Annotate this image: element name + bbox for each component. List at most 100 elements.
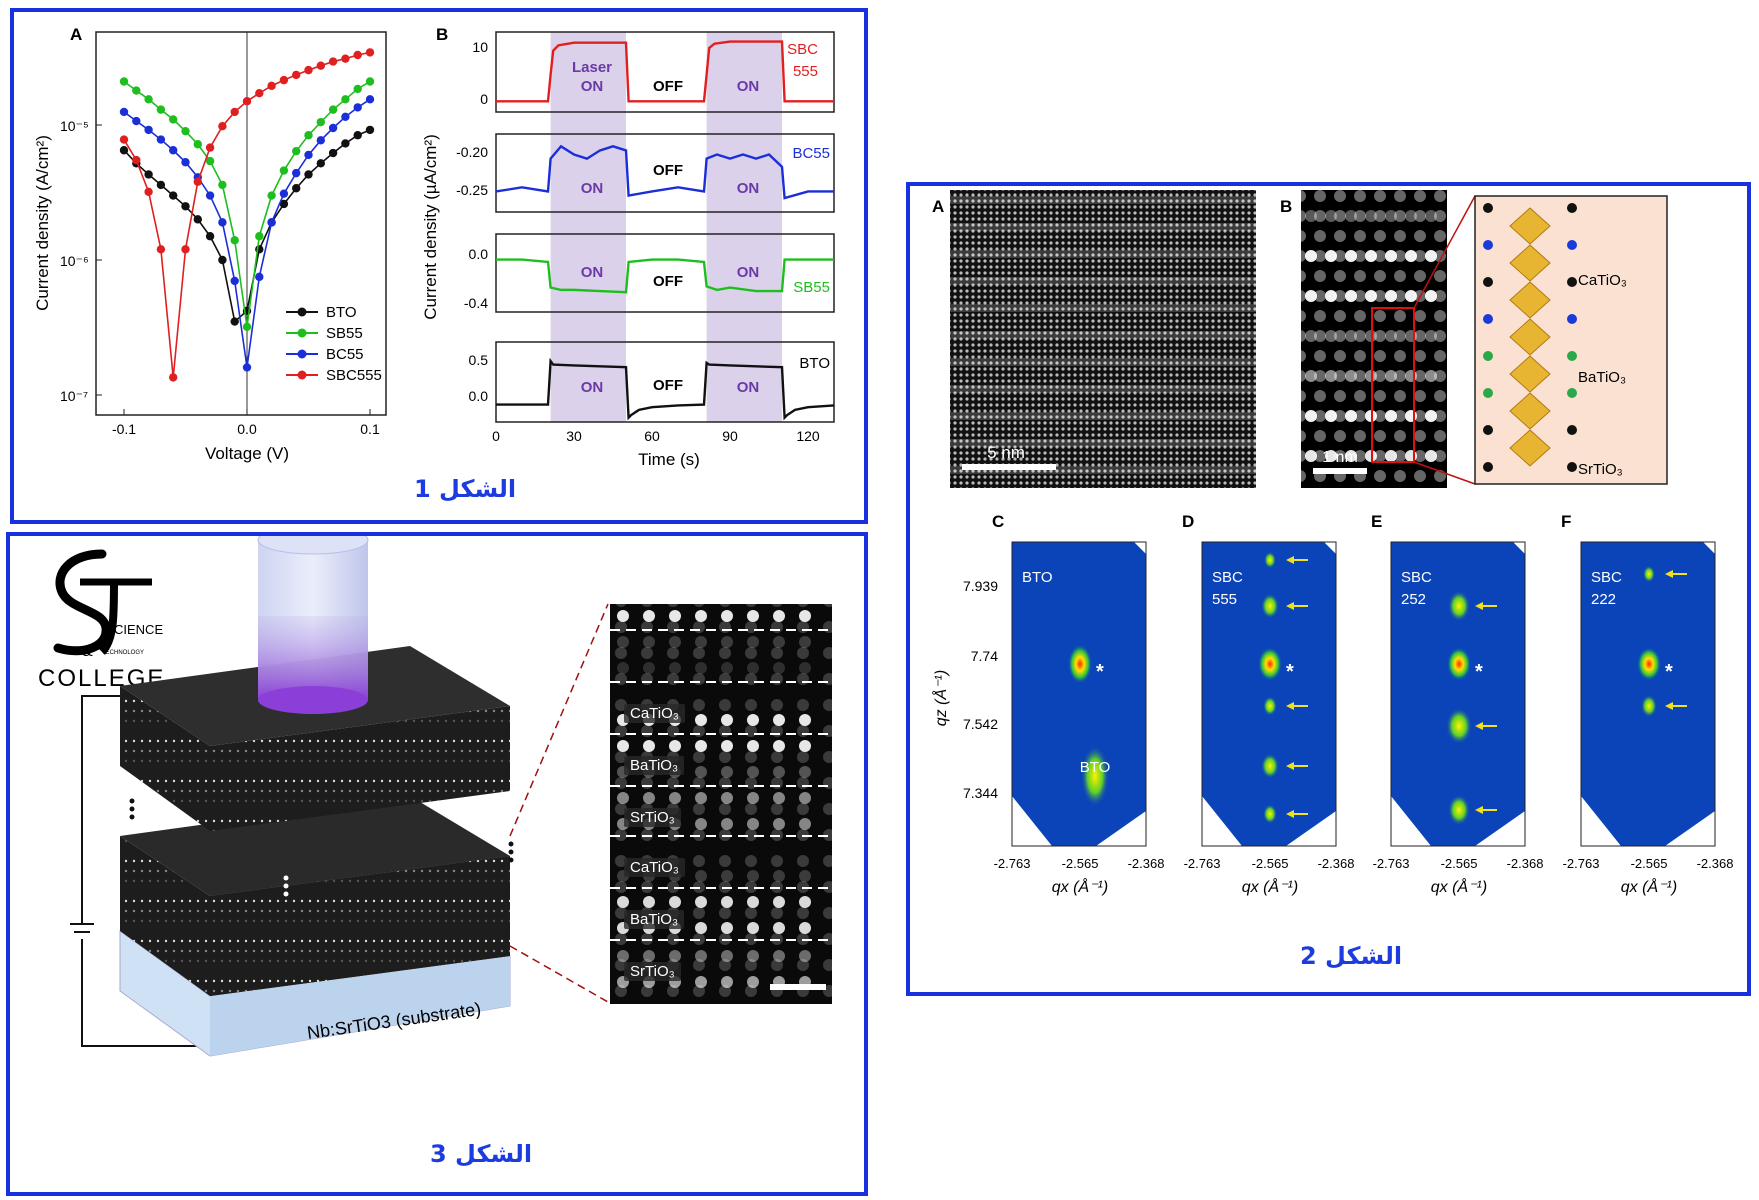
atom [669,636,681,648]
laser-beam-cylinder [257,536,369,714]
data-point [292,184,301,193]
data-point [353,50,362,60]
qx-tick: -2.368 [1318,856,1355,871]
data-point [279,75,289,85]
cation [1483,462,1493,472]
atom [695,792,707,804]
diffraction-peak [1446,707,1472,745]
qx-label: qx (Å⁻¹) [1621,877,1677,896]
qx-tick: -2.368 [1507,856,1544,871]
off-label: OFF [653,377,683,394]
atom [1305,250,1317,262]
atom [1325,290,1337,302]
data-point [255,272,264,282]
stem-stack-image [610,604,832,1004]
data-point [119,77,129,86]
fig1b-ylabel: Current density (µA/cm²) [421,134,440,320]
atom [799,636,811,648]
fig1b-ytick-label: -0.25 [456,182,488,198]
atom [721,766,733,778]
atom [1325,370,1337,382]
qx-label: qx (Å⁻¹) [1052,877,1108,896]
atom [799,922,811,934]
stack-layer-label: BaTiO₃ [624,756,685,775]
atom [1405,330,1417,342]
atom [617,740,629,752]
figure-1-svg: A 10⁻⁵ 10⁻⁶ 10⁻⁷ -0.1 0.0 0.1 Voltage (V… [33,25,835,469]
atom [747,740,759,752]
qz-label: qz (Å⁻¹) [931,670,950,726]
data-point [230,276,239,286]
qz-tick: 7.344 [963,785,998,801]
cation [1567,425,1577,435]
atom [747,950,759,962]
rsm-title: SBC [1591,569,1622,586]
fig1b-xtick-label: 120 [796,428,820,444]
fig1b-xtick-label: 60 [644,428,660,444]
atom [695,976,707,988]
atom [773,792,785,804]
atom [1405,210,1417,222]
cation [1567,277,1577,287]
qx-tick: -2.565 [1441,856,1478,871]
peak-arrowhead [1665,702,1673,710]
fig2b-crystal-model: CaTiO₃ BaTiO₃ SrTiO₃ [1474,195,1668,485]
diffraction-peak [1448,794,1470,826]
data-point [119,135,129,144]
rsm-star: * [1096,661,1104,683]
fig1b-xlabel: Time (s) [638,450,700,469]
fig2-label-b: B [1280,197,1292,216]
atom [1425,450,1437,462]
data-point [365,48,375,57]
data-point [205,232,215,241]
trace-3 [496,357,835,421]
stack-layer-label: CaTiO₃ [624,858,685,877]
data-point [156,135,166,144]
data-point [205,156,215,166]
rsm-frame [1580,541,1716,847]
trace-1 [495,144,834,200]
atom [1425,290,1437,302]
stack-layer-label: SrTiO₃ [624,808,681,827]
figure-3-caption: الشكل 3 [430,1140,533,1168]
atom [1305,410,1317,422]
logo-text: TECHNOLOGY [102,650,144,656]
atom [1365,250,1377,262]
atom [669,610,681,622]
data-point [365,77,375,86]
data-point [267,191,276,200]
data-point [181,126,190,136]
atom [695,636,707,648]
cation [1567,351,1577,361]
data-point [119,146,129,155]
atom [695,818,707,830]
fig1a-xlabel: Voltage (V) [205,444,289,463]
fig2-label-c: C [992,512,1004,531]
rsm-star: * [1665,661,1673,683]
peak-arrowhead [1286,702,1294,710]
atom [1385,330,1397,342]
atom [1345,290,1357,302]
data-point [341,54,350,63]
atom [773,740,785,752]
data-point [353,84,362,94]
data-point [230,317,239,326]
atom [773,610,785,622]
diffraction-peak [1264,551,1276,569]
fig1b-xtick-label: 0 [492,428,500,444]
atom [773,818,785,830]
atom [669,896,681,908]
on-label: ON [581,180,604,197]
octahedron [1509,207,1551,245]
data-point [205,143,215,152]
diffraction-peak [1448,590,1470,622]
logo-text: CIENCE [114,622,163,637]
fig1b-sub1-frame [495,31,835,113]
atom [1345,250,1357,262]
atom [1325,210,1337,222]
data-point [132,86,141,95]
on-label: ON [737,78,760,95]
fig2-label-e: E [1371,512,1382,531]
data-point [193,140,202,149]
atom [1425,370,1437,382]
